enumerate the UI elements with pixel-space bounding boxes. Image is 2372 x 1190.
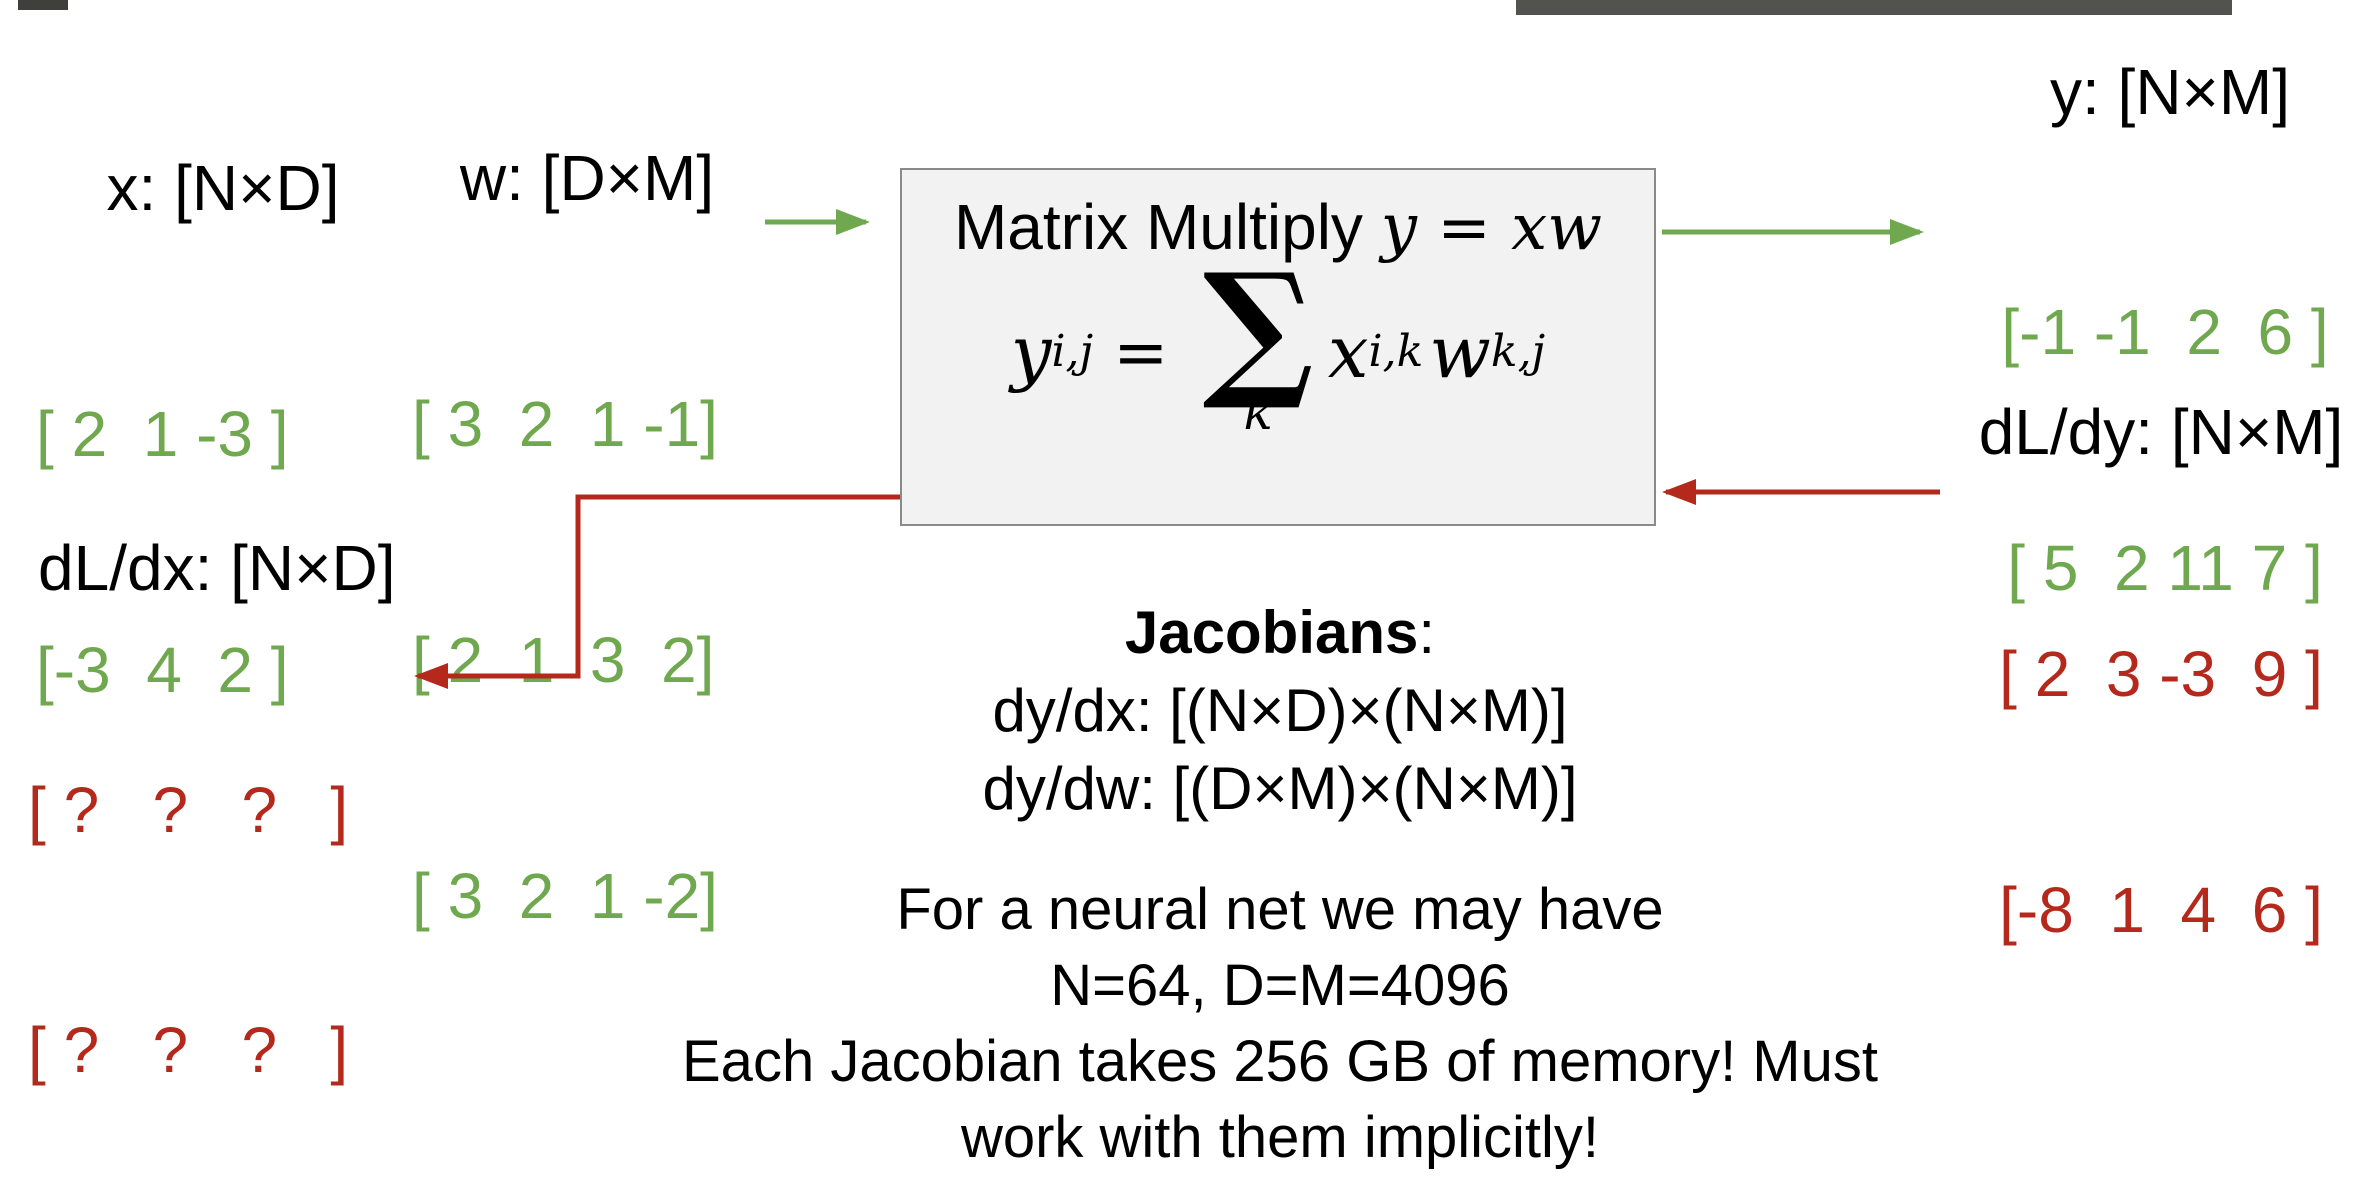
matrix-row: [ 3 2 1 -1]	[412, 388, 718, 460]
formula-lhs: y	[1010, 310, 1052, 394]
x-matrix-values: [ 2 1 -3 ] [-3 4 2 ]	[36, 242, 289, 862]
w-matrix-label: w: [D×M]	[459, 142, 715, 214]
jacobians-block: Jacobians: dy/dx: [(N×D)×(N×M)] dy/dw: […	[600, 594, 1960, 828]
formula-term1: x	[1327, 310, 1369, 394]
jacobian-shape-dydx: dy/dx: [(N×D)×(N×M)]	[992, 677, 1568, 744]
formula-term2: w	[1429, 310, 1491, 394]
summation-sigma-icon: ∑	[1202, 240, 1314, 414]
note-line: For a neural net we may have	[896, 877, 1664, 942]
jacobians-title: Jacobians:	[600, 594, 1960, 672]
jacobians-title-word: Jacobians	[1124, 599, 1419, 666]
dldy-matrix-values: [ 2 3 -3 9 ] [-8 1 4 6 ]	[1946, 482, 2372, 1102]
matrix-multiply-title-math: y = xw	[1380, 191, 1603, 265]
matrix-row: [-3 4 2 ]	[36, 634, 289, 706]
matrix-row: [-8 1 4 6 ]	[1999, 874, 2323, 946]
dldx-matrix-label: dL/dx: [N×D]	[38, 532, 396, 604]
y-matrix-label: y: [N×M]	[2049, 56, 2291, 128]
matrix-row: [ 5 2 11 7 ]	[2007, 532, 2323, 604]
matrix-multiply-title-text: Matrix Multiply	[953, 191, 1381, 263]
screen-edge-artifact-right	[1516, 0, 2232, 15]
matrix-row: [ ? ? ? ]	[28, 1014, 349, 1086]
screen-edge-artifact-left	[18, 0, 68, 10]
note-line: Each Jacobian takes 256 GB of memory! Mu…	[682, 1029, 1878, 1094]
summation-index: k	[1243, 385, 1273, 441]
matrix-row: [ ? ? ? ]	[28, 774, 349, 846]
matrix-row: [ 2 3 -3 9 ]	[1999, 638, 2323, 710]
jacobians-title-colon: :	[1418, 599, 1436, 666]
x-matrix-label: x: [N×D]	[106, 152, 340, 224]
summation: ∑ k	[1202, 240, 1314, 441]
matrix-row: [ 2 1 -3 ]	[36, 398, 289, 470]
matrix-row: [ 3 2 1 -2]	[412, 860, 718, 932]
dldx-matrix-values: [ ? ? ? ] [ ? ? ? ]	[28, 616, 348, 1190]
note-line: work with them implicitly!	[960, 1105, 1600, 1170]
matrix-row: [-1 -1 2 6 ]	[2001, 296, 2329, 368]
formula-equals: =	[1113, 313, 1169, 391]
note-line: N=64, D=M=4096	[1050, 953, 1510, 1018]
jacobian-shape-dydw: dy/dw: [(D×M)×(N×M)]	[982, 755, 1578, 822]
memory-note: For a neural net we may have N=64, D=M=4…	[500, 872, 2060, 1176]
dldy-matrix-label: dL/dy: [N×M]	[1978, 396, 2344, 468]
matrix-multiply-title: Matrix Multiply y = xw	[954, 190, 1602, 265]
y-matrix-values: [-1 -1 2 6 ] [ 5 2 11 7 ]	[1950, 140, 2372, 760]
